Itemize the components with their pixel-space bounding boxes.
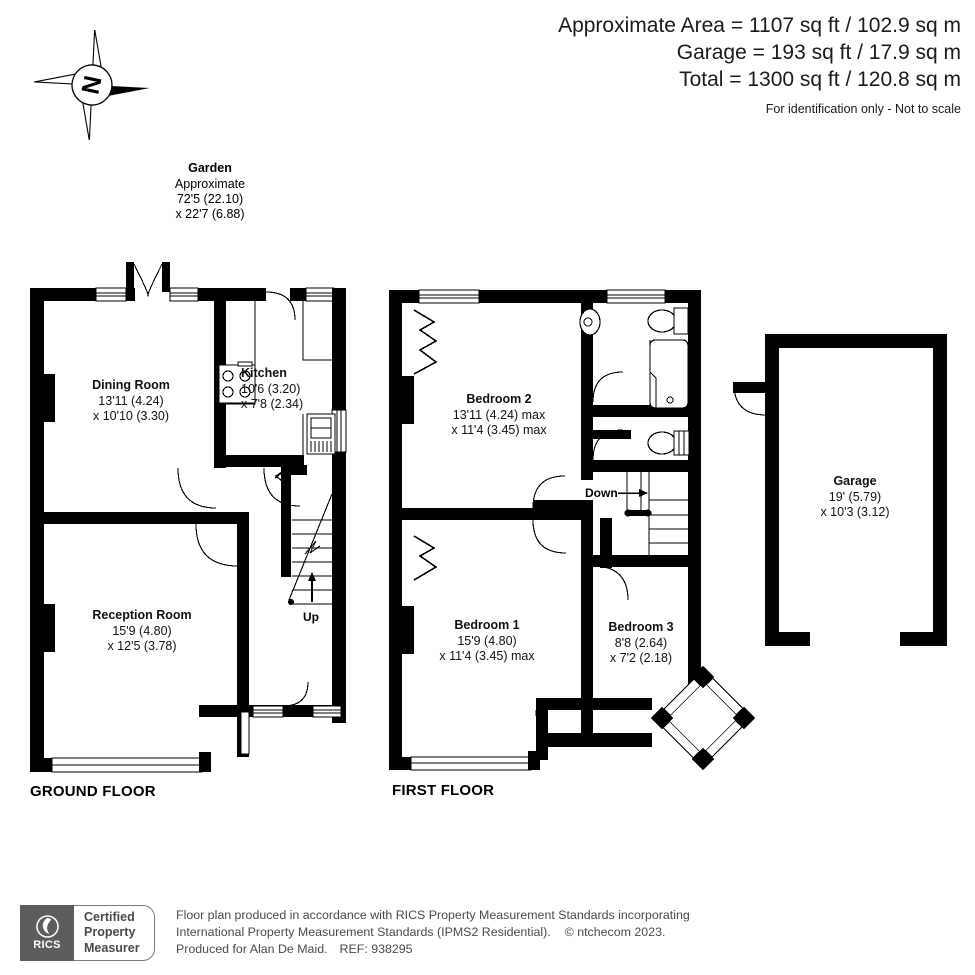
kitchen-dim-1: 10'6 (3.20) [241, 381, 301, 396]
garage-name: Garage [833, 474, 877, 488]
diagonal-bay-window [650, 665, 756, 771]
footer-reference: REF: 938295 [339, 942, 413, 956]
reception-room-dim-1: 15'9 (4.80) [112, 623, 172, 638]
garden-dim-2: x 22'7 (6.88) [175, 207, 245, 221]
room-label-garage: Garage 19' (5.79) x 10'3 (3.12) [796, 474, 914, 521]
compass-rose-icon: N [33, 29, 151, 141]
garage-area-line: Garage = 193 sq ft / 17.9 sq m [676, 41, 961, 64]
footer-produced-for: Produced for Alan De Maid. [176, 942, 328, 956]
compass-north-letter: N [76, 73, 107, 96]
rics-emblem-icon [35, 915, 59, 938]
garden-name: Garden [188, 161, 232, 175]
dining-room-dim-1: 13'11 (4.24) [98, 393, 164, 408]
dining-room-dim-2: x 10'10 (3.30) [92, 409, 170, 423]
rics-certified-badge: RICS Certified Property Measurer [20, 905, 155, 961]
bedroom-3-dim-1: 8'8 (2.64) [614, 635, 668, 650]
badge-line-2: Property [84, 925, 136, 940]
first-floor-plan [389, 289, 756, 771]
identification-disclaimer: For identification only - Not to scale [765, 102, 961, 116]
ground-floor-plan [30, 262, 347, 773]
certified-property-measurer-box: Certified Property Measurer [74, 905, 155, 961]
dining-room-name: Dining Room [92, 378, 170, 392]
room-label-reception-room: Reception Room 15'9 (4.80) x 12'5 (3.78) [68, 608, 216, 655]
bedroom-2-dim-2: x 11'4 (3.45) max [451, 423, 547, 437]
bedroom-3-dim-2: x 7'2 (2.18) [609, 651, 673, 665]
room-label-bedroom-1: Bedroom 1 15'9 (4.80) x 11'4 (3.45) max [413, 618, 561, 665]
footer-line-1: Floor plan produced in accordance with R… [176, 908, 690, 922]
bedroom-3-name: Bedroom 3 [608, 620, 674, 634]
reception-room-dim-2: x 12'5 (3.78) [107, 639, 177, 653]
rics-wordmark: RICS [33, 939, 61, 951]
room-label-bedroom-2: Bedroom 2 13'11 (4.24) max x 11'4 (3.45)… [425, 392, 573, 439]
room-label-bedroom-3: Bedroom 3 8'8 (2.64) x 7'2 (2.18) [582, 620, 700, 667]
garage-dim-2: x 10'3 (3.12) [820, 505, 890, 519]
area-summary: Approximate Area = 1107 sq ft / 102.9 sq… [558, 12, 961, 118]
footer-line-3-row: Produced for Alan De Maid. REF: 938295 [176, 941, 690, 958]
footer-copyright: © ntchecom 2023. [564, 925, 666, 939]
footer-line-2: International Property Measurement Stand… [176, 925, 551, 939]
stair-direction-down: Down [585, 486, 618, 500]
reception-room-name: Reception Room [92, 608, 192, 622]
badge-line-3: Measurer [84, 940, 140, 955]
bedroom-2-name: Bedroom 2 [466, 392, 532, 406]
rics-logo: RICS [20, 905, 74, 961]
room-label-dining-room: Dining Room 13'11 (4.24) x 10'10 (3.30) [66, 378, 196, 425]
approximate-area-line: Approximate Area = 1107 sq ft / 102.9 sq… [558, 14, 961, 37]
bedroom-2-dim-1: 13'11 (4.24) max [452, 407, 546, 422]
footer-line-2-row: International Property Measurement Stand… [176, 924, 690, 941]
garden-dim-1: 72'5 (22.10) [176, 192, 244, 206]
footer: RICS Certified Property Measurer Floor p… [20, 905, 960, 965]
badge-line-1: Certified [84, 909, 135, 924]
ground-floor-title: GROUND FLOOR [30, 783, 156, 800]
first-floor-title: FIRST FLOOR [392, 782, 495, 799]
kitchen-name: Kitchen [241, 366, 287, 380]
garden-label: Garden Approximate 72'5 (22.10) x 22'7 (… [150, 161, 270, 222]
room-label-kitchen: Kitchen 10'6 (3.20) x 7'8 (2.34) [241, 366, 331, 413]
bedroom-1-dim-2: x 11'4 (3.45) max [439, 649, 535, 663]
total-area-line: Total = 1300 sq ft / 120.8 sq m [679, 68, 961, 91]
footer-disclaimer-text: Floor plan produced in accordance with R… [176, 907, 690, 958]
garden-qualifier: Approximate [174, 177, 246, 191]
bedroom-1-name: Bedroom 1 [454, 618, 520, 632]
bedroom-1-dim-1: 15'9 (4.80) [457, 633, 517, 648]
stair-direction-up: Up [303, 610, 319, 624]
garage-dim-1: 19' (5.79) [828, 489, 882, 504]
kitchen-dim-2: x 7'8 (2.34) [241, 397, 304, 411]
